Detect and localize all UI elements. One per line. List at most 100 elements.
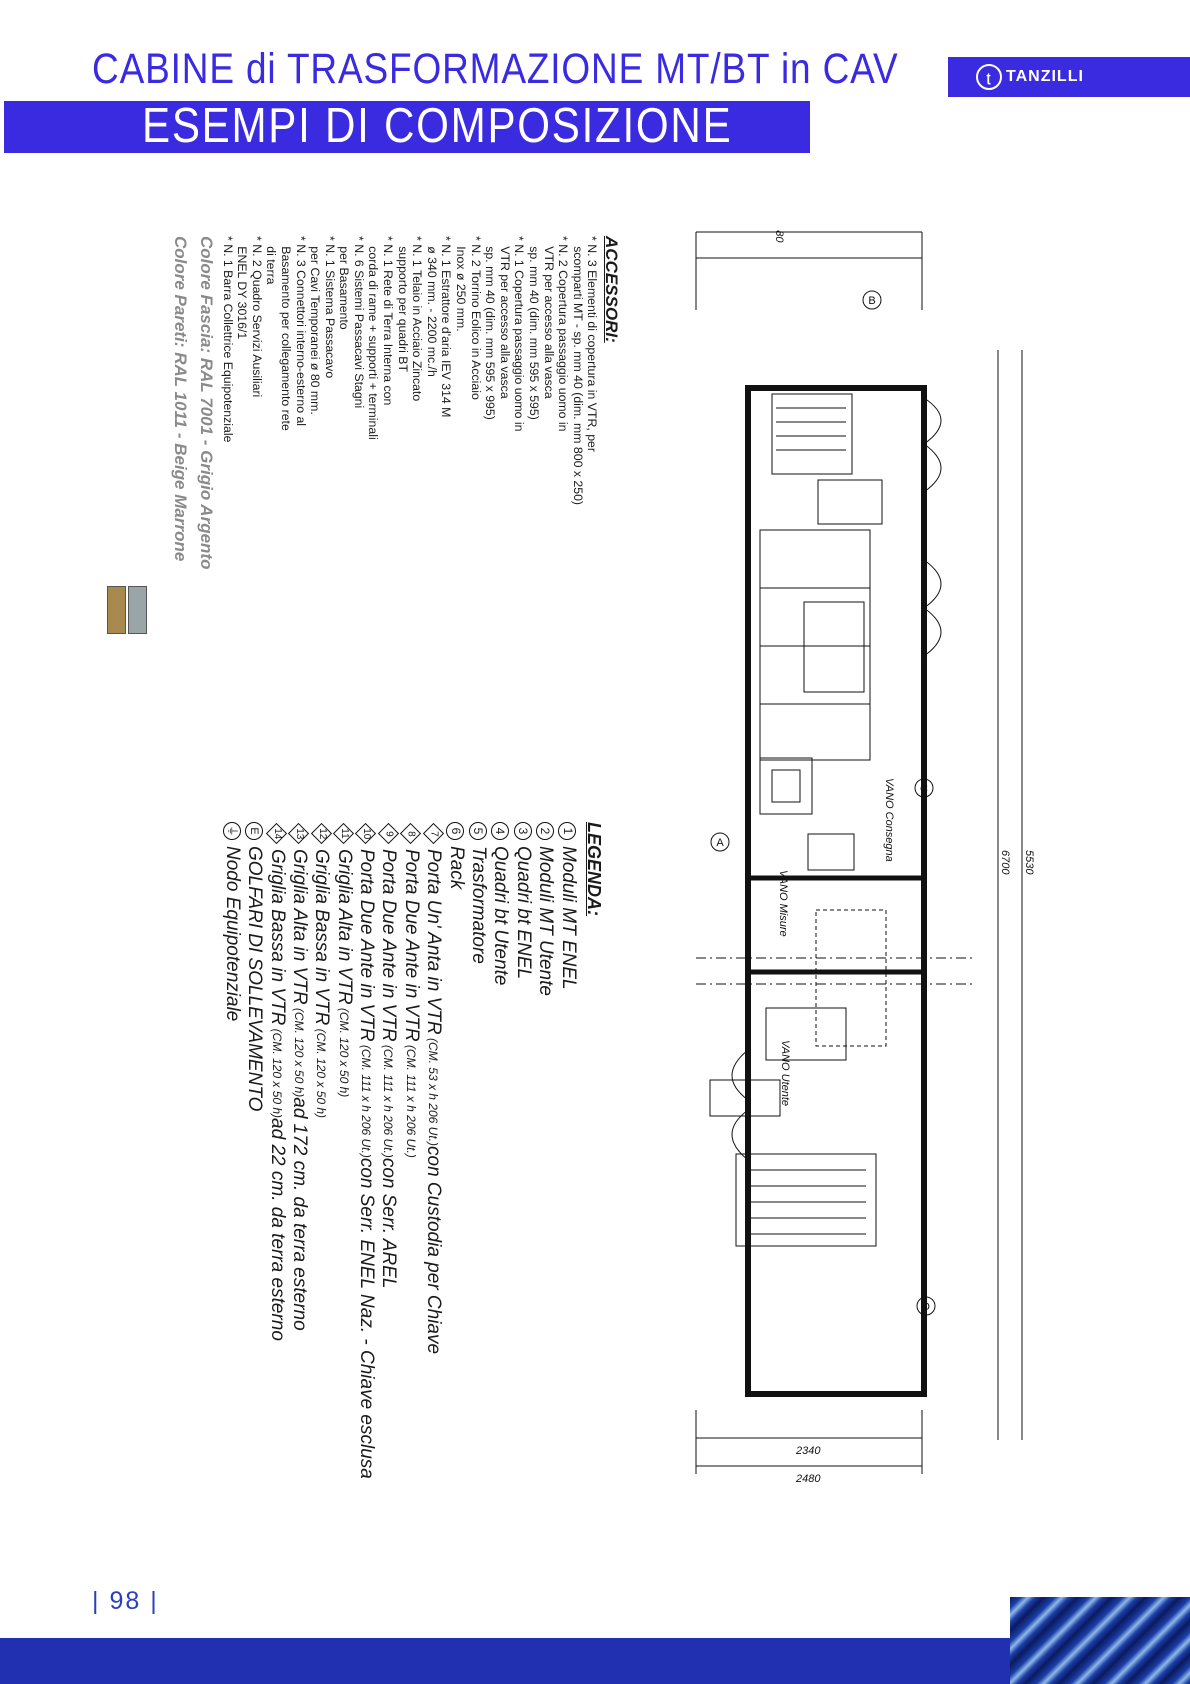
- legenda-note: (CM. 111 x h 206 Ut.): [381, 1041, 396, 1158]
- accessori-item: * N. 1 Barra Collettrice Equipotenziale: [220, 236, 235, 443]
- accessori-item: ø 340 mm. - 2200 mc./h: [424, 236, 439, 377]
- colore-fascia: Colore Fascia: RAL 7001 - Grigio Argento: [196, 236, 216, 570]
- legenda-heading: LEGENDA:: [584, 822, 604, 916]
- quadri-bt-enel: [817, 479, 883, 525]
- section-marker-c: [914, 778, 934, 798]
- legenda-badge: 8: [400, 822, 422, 845]
- door-arc: [923, 397, 942, 445]
- legenda-text: Quadri bt Utente: [490, 846, 512, 986]
- legenda-note: (CM. 111 x h 206 Ut.): [403, 1041, 418, 1158]
- legenda-badge: 12: [310, 822, 332, 845]
- vano-misure-label: VANO Misure: [777, 870, 789, 937]
- mt-modules-utente: [815, 909, 887, 1047]
- section-label-a: A: [716, 837, 724, 849]
- page-subtitle: ESEMPI DI COMPOSIZIONE: [142, 99, 733, 153]
- legenda-note: (CM. 120 x 50 h): [291, 1004, 306, 1098]
- legenda-note: (CM. 120 x 50 h): [336, 1004, 351, 1098]
- accessori-item: corda di rame + supporti + terminali: [366, 236, 381, 440]
- dim-right-inner-label: 5530: [1023, 850, 1035, 875]
- accessori-item: Inox ø 250 mm.: [454, 236, 469, 332]
- legenda-text: Moduli MT Utente: [535, 846, 557, 996]
- accessori-list: * N. 3 Elementi di copertura in VTR, per…: [220, 236, 600, 756]
- accessori-item: * N. 1 Sistema Passacavo: [322, 236, 337, 379]
- accessori-item: * N. 6 Sistemi Passacavi Stagni: [351, 236, 366, 409]
- page-title: CABINE di TRASFORMAZIONE MT/BT in CAV: [92, 45, 899, 93]
- accessori-item: * N. 1 Copertura passaggio uomo in: [512, 236, 527, 432]
- legenda-badge: 1: [558, 822, 577, 840]
- accessori-item: sp. mm 40 (dim. mm 595 x 595): [527, 236, 542, 420]
- accessori-heading: ACCESSORI:: [602, 236, 621, 343]
- legenda-badge: 7: [422, 822, 444, 845]
- page-number: | 98 |: [92, 1587, 159, 1615]
- legenda-item: E GOLFARI DI SOLLEVAMENTO: [243, 822, 265, 1522]
- legenda-tail: ad 172 cm. da terra esterno: [288, 1097, 310, 1331]
- legenda-text: Griglia Alta in VTR: [288, 849, 310, 1005]
- dim-bottom-label: 2340: [795, 1445, 821, 1457]
- accessori-item: * N. 1 Telaio in Acciaio Zincato: [410, 236, 425, 402]
- legenda-text: Griglia Bassa in VTR: [266, 849, 288, 1026]
- accessori-item: sp. mm 40 (dim. mm 595 x 995): [483, 236, 498, 420]
- legenda-text: Porta Due Ante in VTR: [356, 849, 378, 1042]
- dim-right-label: 6700: [999, 850, 1011, 875]
- subtitle-band: [4, 101, 810, 153]
- accessori-item: ENEL DY 3016/1: [235, 236, 250, 340]
- legenda-text: Griglia Alta in VTR: [333, 849, 355, 1005]
- accessori-item: VTR per accesso alla vasca: [497, 236, 512, 399]
- legenda-badge: E: [244, 822, 263, 840]
- quadri-bt-utente: [709, 1079, 781, 1117]
- legenda-text: Porta Due Ante in VTR: [400, 849, 422, 1042]
- legenda-text: Nodo Equipotenziale: [221, 846, 243, 1022]
- footer-band: [0, 1638, 1010, 1684]
- accessori-item: * N. 3 Elementi di copertura in VTR, per: [585, 236, 600, 452]
- accessori-item: per Cavi Temporanei ø 80 mm.: [308, 236, 323, 415]
- legenda-badge: 5: [468, 822, 487, 840]
- legenda-text: Rack: [445, 846, 467, 890]
- accessori-item: supporto per quadri BT: [395, 236, 410, 373]
- accessori-item: Basamento per collegamento rete: [278, 236, 293, 431]
- accessori-item: * N. 1 Estrattore d'aria IEV 314 M: [439, 236, 454, 418]
- section-marker-a: [710, 832, 730, 852]
- brand-name: TANZILLI: [1006, 68, 1084, 85]
- accessori-item: di terra: [264, 236, 279, 285]
- legenda-badge: 11: [332, 822, 355, 845]
- accessori-item: * N. 2 Quadro Servizi Ausiliari: [249, 236, 264, 398]
- legenda-tail: con Serr. AREL: [378, 1157, 400, 1289]
- legenda-badge: ⏚: [222, 822, 241, 840]
- footer-cable-image: [1010, 1597, 1190, 1684]
- swatch-pareti: [107, 586, 126, 634]
- mt-modules-enel: [759, 529, 871, 761]
- legenda-text: GOLFARI DI SOLLEVAMENTO: [244, 846, 266, 1112]
- outer-wall: [745, 385, 927, 1397]
- legenda-badge: 2: [536, 822, 555, 840]
- transformer-enel: [771, 393, 853, 475]
- legenda-note: (CM. 120 x 50 h): [269, 1025, 284, 1119]
- legenda-text: Porta Due Ante in VTR: [378, 849, 400, 1042]
- legenda-tail: con Custodia per Chiave: [423, 1146, 445, 1355]
- brand-logo: ʈ TANZILLI: [948, 57, 1190, 97]
- swatch-fascia: [128, 586, 147, 634]
- accessori-item: scomparti MT - sp. mm 40 (dim. mm 800 x …: [570, 236, 585, 506]
- floor-plan-drawing: B C A D 2480 6700 5530 2340 2480 VANO Co…: [695, 230, 1035, 1485]
- section-marker-b: [862, 290, 882, 310]
- accessori-item: * N. 2 Copertura passaggio uomo in: [556, 236, 571, 432]
- misure-cover: [807, 833, 855, 871]
- legenda-badge: 14: [265, 822, 287, 845]
- accessori-item: * N. 2 Torrino Eolico in Acciaio: [468, 236, 483, 400]
- vano-consegna-label: VANO Consegna: [883, 778, 895, 862]
- legenda-text: Griglia Bassa in VTR: [311, 849, 333, 1026]
- brand-mark-icon: ʈ: [976, 64, 1002, 90]
- legenda-text: Porta Un' Anta in VTR: [423, 849, 445, 1035]
- legenda-badge: 13: [288, 822, 310, 845]
- legenda-tail: con Serr. ENEL Naz. - Chiave esclusa: [356, 1157, 378, 1479]
